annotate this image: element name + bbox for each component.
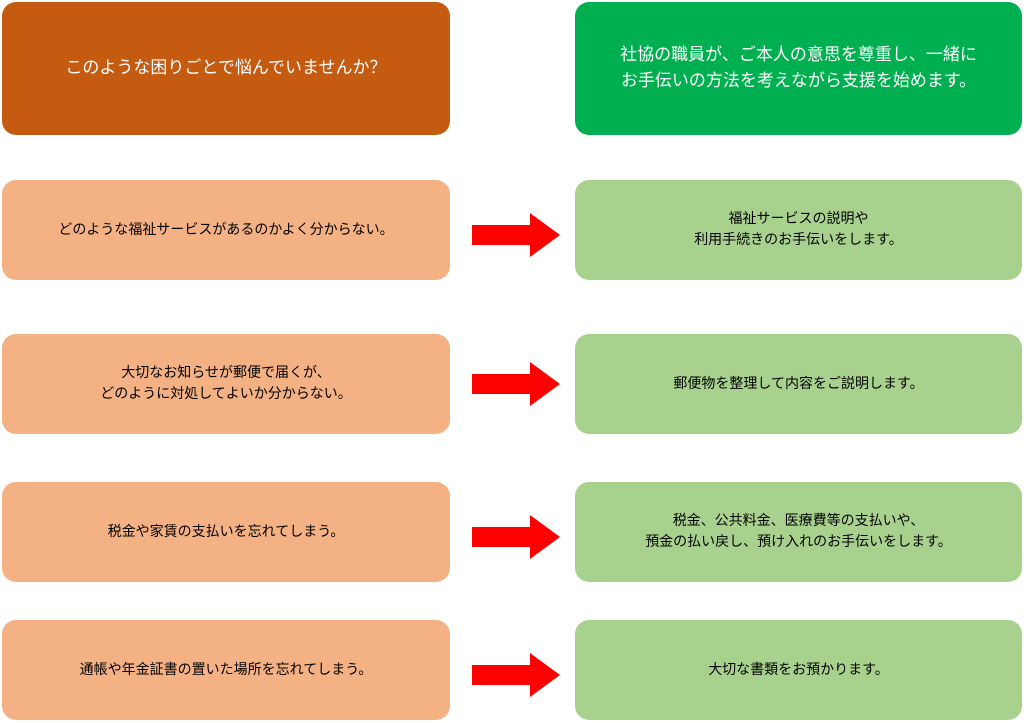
right-arrow-icon — [472, 515, 560, 559]
solution-box-4: 大切な書類をお預かります。 — [575, 620, 1022, 720]
solution-text-4: 大切な書類をお預かります。 — [708, 661, 889, 678]
solution-box-3: 税金、公共料金、医療費等の支払いや、 預金の払い戻し、預け入れのお手伝いをします… — [575, 482, 1022, 582]
problem-text-4: 通帳や年金証書の置いた場所を忘れてしまう。 — [79, 661, 373, 678]
problem-box-3: 税金や家賃の支払いを忘れてしまう。 — [2, 482, 450, 582]
solution-box-1: 福祉サービスの説明や 利用手続きのお手伝いをします。 — [575, 180, 1022, 280]
right-arrow-icon — [472, 653, 560, 697]
solution-box-2: 郵便物を整理して内容をご説明します。 — [575, 334, 1022, 434]
right-arrow-icon — [472, 213, 560, 257]
problems-header: このような困りごとで悩んでいませんか？ — [2, 2, 450, 135]
support-header-text: 社協の職員が、ご本人の意思を尊重し、一緒に お手伝いの方法を考えながら支援を始め… — [620, 45, 977, 91]
problem-box-4: 通帳や年金証書の置いた場所を忘れてしまう。 — [2, 620, 450, 720]
solution-text-2: 郵便物を整理して内容をご説明します。 — [673, 375, 924, 392]
problems-header-text: このような困りごとで悩んでいませんか？ — [65, 57, 387, 78]
solution-text-3: 税金、公共料金、医療費等の支払いや、 預金の払い戻し、預け入れのお手伝いをします… — [645, 513, 952, 550]
support-header: 社協の職員が、ご本人の意思を尊重し、一緒に お手伝いの方法を考えながら支援を始め… — [575, 2, 1022, 135]
problem-text-2: 大切なお知らせが郵便で届くが、 どのように対処してよいか分からない。 — [100, 365, 352, 402]
solution-text-1: 福祉サービスの説明や 利用手続きのお手伝いをします。 — [694, 211, 903, 248]
problem-text-1: どのような福祉サービスがあるのかよく分からない。 — [58, 221, 394, 238]
problem-box-2: 大切なお知らせが郵便で届くが、 どのように対処してよいか分からない。 — [2, 334, 450, 434]
problem-box-1: どのような福祉サービスがあるのかよく分からない。 — [2, 180, 450, 280]
right-arrow-icon — [472, 362, 560, 406]
problem-text-3: 税金や家賃の支払いを忘れてしまう。 — [107, 523, 345, 540]
